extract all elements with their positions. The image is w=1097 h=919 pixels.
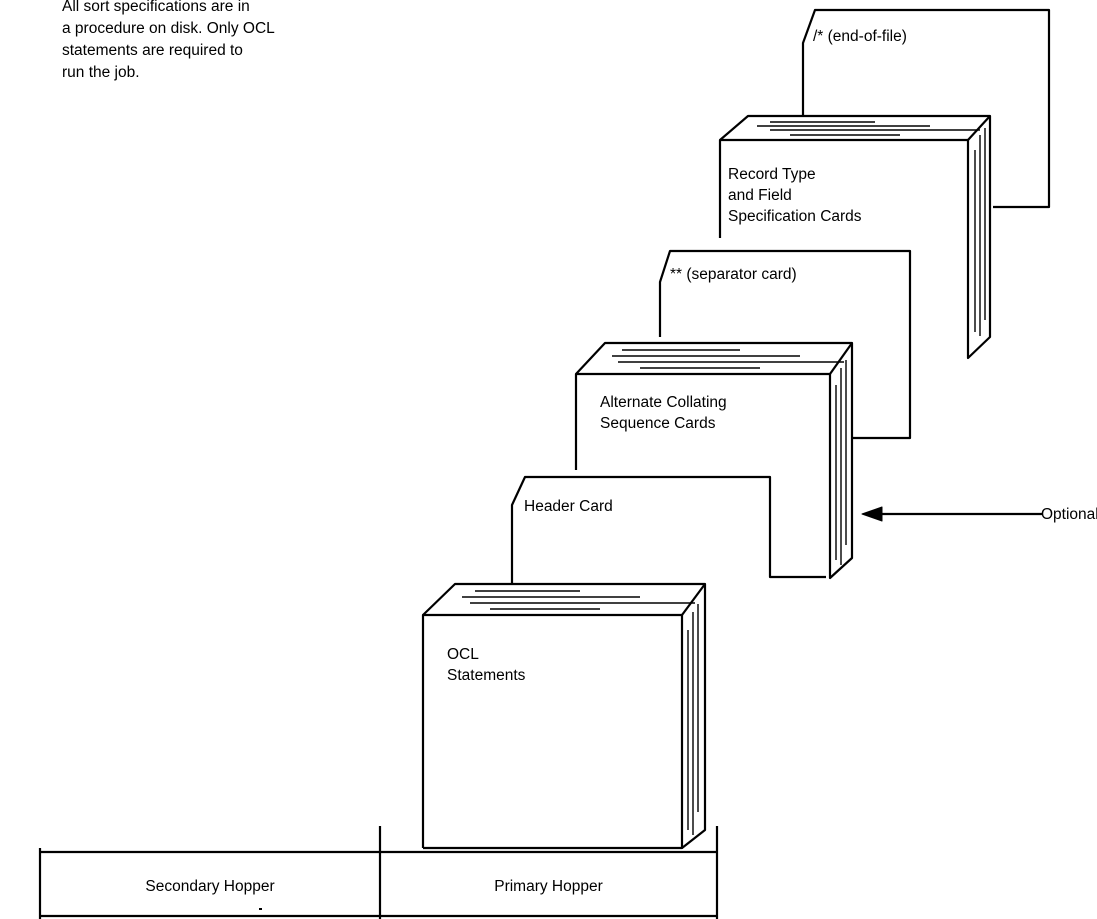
header-card-label: Header Card <box>524 498 613 515</box>
alternate-collating-deck <box>574 341 854 580</box>
record-type-label: Record Type and Field Specification Card… <box>728 166 862 225</box>
record-type-deck <box>718 114 992 360</box>
ocl-deck <box>421 582 707 850</box>
secondary-hopper-label: Secondary Hopper <box>145 878 275 895</box>
alternate-collating-label: Alternate Collating Sequence Cards <box>600 394 727 432</box>
header-card <box>510 475 826 583</box>
hopper-frame <box>38 826 719 919</box>
separator-label: ** (separator card) <box>670 266 797 283</box>
ocl-statements-label: OCL Statements <box>447 646 526 684</box>
optional-arrow <box>861 506 1042 522</box>
intro-text: All sort specifications are in a procedu… <box>62 0 275 81</box>
primary-hopper-label: Primary Hopper <box>494 878 603 895</box>
end-of-file-label: /* (end-of-file) <box>813 28 907 45</box>
optional-label: Optional <box>1041 506 1097 523</box>
